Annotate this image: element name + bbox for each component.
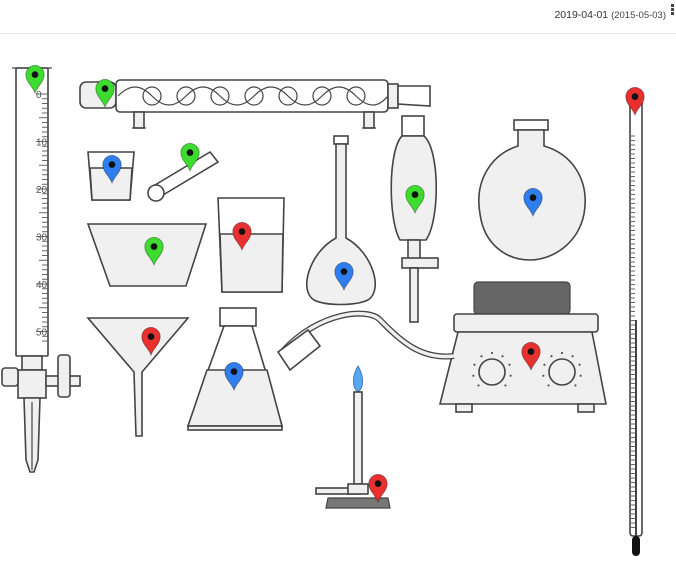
small-beaker-marker-icon[interactable] [102,154,122,184]
markers-layer [25,64,645,503]
separatory-funnel-marker-icon[interactable] [405,184,425,214]
mortar-pestle-marker-icon[interactable] [180,142,200,172]
burette-scale-label: 10 [36,138,48,149]
funnel[interactable] [86,317,190,437]
thermometer[interactable] [629,97,643,556]
funnel-marker-icon[interactable] [141,326,161,356]
knob-dots [472,351,582,387]
burette-scale: 0 10 20 30 40 50 [36,90,48,342]
burette-scale-label: 30 [36,233,48,244]
burette-scale-label: 40 [36,280,48,291]
erlenmeyer-flask-marker-icon[interactable] [224,361,244,391]
burette-marker-icon[interactable] [25,64,45,94]
date-sub-value: (2015-05-03) [611,10,666,21]
burette-scale-label: 0 [36,90,42,101]
round-flask-marker-icon[interactable] [523,187,543,217]
volumetric-flask[interactable] [305,135,377,306]
volumetric-flask-marker-icon[interactable] [334,261,354,291]
thermometer-marker-icon[interactable] [625,86,645,116]
burette-scale-label: 50 [36,328,48,339]
condenser-marker-icon[interactable] [95,78,115,108]
burette[interactable]: 0 10 20 30 40 50 [1,67,81,473]
date-label: 2019-04-01 (2015-05-03) [554,9,666,21]
burette-scale-label: 20 [36,185,48,196]
condenser[interactable] [79,79,431,129]
tall-beaker[interactable] [217,197,285,293]
separatory-funnel[interactable] [390,115,439,323]
evaporating-dish-marker-icon[interactable] [144,236,164,266]
hot-plate[interactable] [438,281,607,413]
menu-icon[interactable] [670,4,675,18]
hot-plate-marker-icon[interactable] [521,341,541,371]
bunsen-burner[interactable] [276,310,455,509]
date-value: 2019-04-01 [554,9,609,21]
top-bar: 2019-04-01 (2015-05-03) [0,0,676,34]
bunsen-burner-marker-icon[interactable] [368,473,388,503]
thermometer-scale [631,135,635,528]
evaporating-dish[interactable] [86,223,208,287]
tall-beaker-marker-icon[interactable] [232,221,252,251]
